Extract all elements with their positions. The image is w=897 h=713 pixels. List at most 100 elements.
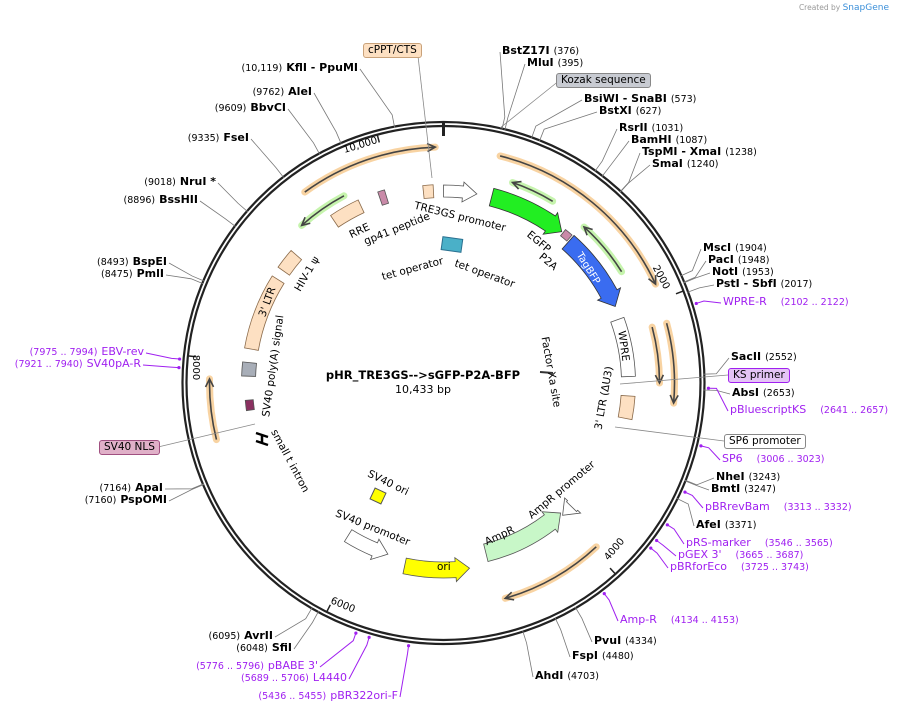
ks-primer-label[interactable]: KS primer xyxy=(728,368,790,383)
primer-label[interactable]: pBRforEco(3725 .. 3743) xyxy=(670,561,813,574)
ampr-promoter-arrow xyxy=(562,497,582,516)
site-leader-line xyxy=(703,357,730,375)
restriction-site-label[interactable]: (9609)BbvCI xyxy=(211,102,286,115)
restriction-site-label[interactable]: TspMI - XmaI(1238) xyxy=(642,146,761,159)
primer-range: (3006 .. 3023) xyxy=(756,454,825,465)
sv40-ori-box xyxy=(369,487,387,505)
restriction-site-label[interactable]: AbsI(2653) xyxy=(732,387,799,400)
restriction-site-label[interactable]: (7160)PspOMI xyxy=(81,494,167,507)
primer-binding-mark xyxy=(177,357,182,361)
site-name: BamHI xyxy=(631,133,672,146)
site-position: (9762) xyxy=(252,87,285,98)
primer-range: (5689 .. 5706) xyxy=(241,673,309,684)
restriction-site-label[interactable]: NheI(3243) xyxy=(716,471,784,484)
site-name: NruI * xyxy=(179,175,216,188)
primer-leader-line xyxy=(696,300,722,304)
wpre-box xyxy=(610,316,636,378)
primer-binding-mark xyxy=(706,386,711,390)
primer-leader-line xyxy=(142,364,179,369)
restriction-site-label[interactable]: BmtI(3247) xyxy=(711,483,780,496)
sp6-promoter-label[interactable]: SP6 promoter xyxy=(724,434,806,449)
primer-leader-line xyxy=(399,645,410,698)
primer-binding-mark xyxy=(367,635,371,639)
site-leader-line xyxy=(168,262,205,282)
restriction-site-label[interactable]: MscI(1904) xyxy=(703,242,771,255)
site-name: PstI - SbfI xyxy=(716,277,777,290)
primer-label[interactable]: pBRrevBam(3313 .. 3332) xyxy=(705,501,856,514)
restriction-site-label[interactable]: PvuI(4334) xyxy=(594,635,661,648)
primer-name: pRS-marker xyxy=(686,536,751,549)
primer-binding-mark xyxy=(683,490,687,494)
restriction-site-label[interactable]: NotI(1953) xyxy=(712,266,778,279)
primer-label[interactable]: pBluescriptKS(2641 .. 2657) xyxy=(730,404,892,417)
restriction-site-label[interactable]: (8475)PmlI xyxy=(97,268,164,281)
credit-prefix: Created by xyxy=(798,3,841,12)
restriction-site-label[interactable]: BstZ17I(376) xyxy=(502,45,583,58)
restriction-site-label[interactable]: (6048)SfiI xyxy=(232,642,292,655)
primer-label[interactable]: (5436 .. 5455)pBR322ori-F xyxy=(254,690,398,703)
site-name: AbsI xyxy=(732,386,760,399)
restriction-site-label[interactable]: (9762)AleI xyxy=(249,86,312,99)
site-leader-line xyxy=(504,63,526,131)
site-leader-line xyxy=(313,92,342,145)
sv40-nls-box xyxy=(244,399,255,412)
tet-operator-box xyxy=(440,236,464,253)
restriction-site-label[interactable]: (10,119)KflI - PpuMI xyxy=(238,62,358,75)
restriction-site-label[interactable]: MluI(395) xyxy=(527,57,587,70)
restriction-site-label[interactable]: BstXI(627) xyxy=(599,105,665,118)
primer-label[interactable]: (7921 .. 7940)SV40pA-R xyxy=(11,358,141,371)
primer-label[interactable]: (7975 .. 7994)EBV-rev xyxy=(26,346,144,359)
site-name: NheI xyxy=(716,470,745,483)
restriction-site-label[interactable]: (9018)NruI * xyxy=(140,176,216,189)
sv40-nls-label[interactable]: SV40 NLS xyxy=(99,440,160,455)
primer-label[interactable]: (5689 .. 5706)L4440 xyxy=(237,672,347,685)
cppt-cts-label[interactable]: cPPT/CTS xyxy=(363,43,422,58)
tag-leader-line-0 xyxy=(417,55,433,179)
site-position: (1948) xyxy=(737,255,770,266)
restriction-site-label[interactable]: AhdI(4703) xyxy=(535,670,603,683)
restriction-site-label[interactable]: BsiWI - SnaBI(573) xyxy=(584,93,700,106)
primer-name: L4440 xyxy=(312,671,347,684)
primer-label[interactable]: Amp-R(4134 .. 4153) xyxy=(620,614,743,627)
primer-label[interactable]: SP6(3006 .. 3023) xyxy=(722,453,828,466)
site-leader-line xyxy=(683,272,711,284)
restriction-site-label[interactable]: (8493)BspEI xyxy=(93,256,167,269)
primer-range: (7975 .. 7994) xyxy=(29,347,98,358)
hiv-1-psi-box xyxy=(277,249,303,276)
site-position: (9609) xyxy=(214,103,247,114)
restriction-site-label[interactable]: SacII(2552) xyxy=(731,351,801,364)
restriction-site-label[interactable]: PacI(1948) xyxy=(708,254,773,267)
restriction-site-label[interactable]: FspI(4480) xyxy=(572,650,638,663)
sv40-polya-box xyxy=(241,361,257,377)
restriction-site-label[interactable]: RsrII(1031) xyxy=(619,122,687,135)
primer-label[interactable]: (5776 .. 5796)pBABE 3' xyxy=(192,660,318,673)
kozak-sequence-label[interactable]: Kozak sequence xyxy=(556,73,651,88)
site-position: (8896) xyxy=(123,195,156,206)
ring-tick-4000 xyxy=(609,567,616,575)
restriction-site-label[interactable]: AfeI(3371) xyxy=(696,519,760,532)
primer-label[interactable]: WPRE-R(2102 .. 2122) xyxy=(723,296,853,309)
restriction-site-label[interactable]: SmaI(1240) xyxy=(652,158,723,171)
site-position: (4703) xyxy=(567,671,599,682)
site-position: (573) xyxy=(670,94,697,105)
orf-arrow-top-left xyxy=(304,146,436,193)
restriction-site-label[interactable]: (7164)ApaI xyxy=(96,482,164,495)
orf-arrow-top-left-head xyxy=(426,142,438,153)
primer-label[interactable]: pRS-marker(3546 .. 3565) xyxy=(686,537,837,550)
site-position: (7160) xyxy=(84,495,117,506)
site-name: KflI - PpuMI xyxy=(286,61,358,74)
cppt-cts-box xyxy=(422,184,435,199)
restriction-site-label[interactable]: PstI - SbfI(2017) xyxy=(716,278,816,291)
site-name: PmlI xyxy=(136,267,164,280)
restriction-site-label[interactable]: (9335)FseI xyxy=(184,132,249,145)
restriction-site-label[interactable]: (8896)BssHII xyxy=(120,194,198,207)
primer-binding-mark xyxy=(177,366,181,370)
site-position: (2653) xyxy=(763,388,795,399)
site-leader-line xyxy=(687,284,715,293)
primer-name: pBR322ori-F xyxy=(330,689,398,702)
restriction-site-label[interactable]: BamHI(1087) xyxy=(631,134,711,147)
site-position: (4334) xyxy=(625,636,657,647)
site-name: MluI xyxy=(527,56,554,69)
restriction-site-label[interactable]: (6095)AvrII xyxy=(205,630,274,643)
primer-label[interactable]: pGEX 3'(3665 .. 3687) xyxy=(678,549,807,562)
